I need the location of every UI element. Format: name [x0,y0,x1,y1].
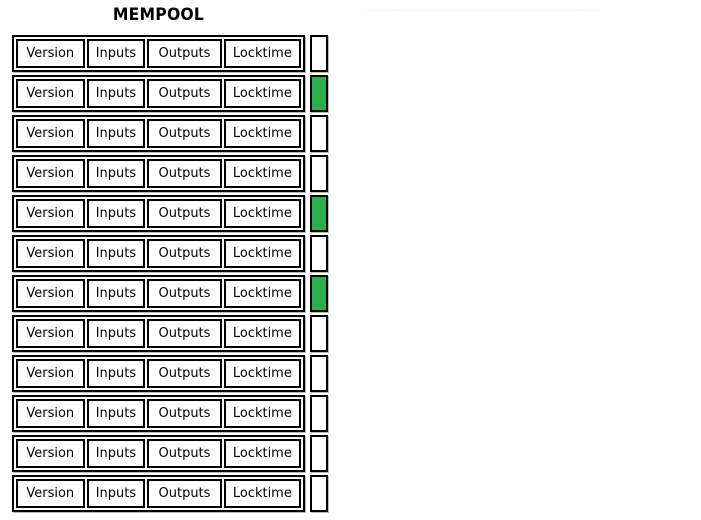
transaction-field-locktime[interactable]: Locktime [223,479,301,508]
transaction-field-version[interactable]: Version [16,199,85,228]
transaction-status-indicator-off[interactable] [310,435,328,472]
transaction-field-outputs[interactable]: Outputs [147,279,222,308]
faint-guide-line [367,10,599,12]
transaction-status-indicator-off[interactable] [310,35,328,72]
transaction-field-inputs[interactable]: Inputs [86,39,146,68]
transaction-field-locktime[interactable]: Locktime [223,359,301,388]
transaction-field-inputs[interactable]: Inputs [86,439,146,468]
transaction-status-indicator-off[interactable] [310,475,328,512]
transaction-field-locktime[interactable]: Locktime [223,239,301,268]
transaction-field-locktime[interactable]: Locktime [223,159,301,188]
transaction-field-locktime[interactable]: Locktime [223,279,301,308]
transaction-field-version[interactable]: Version [16,359,85,388]
transaction-field-outputs[interactable]: Outputs [147,439,222,468]
transaction-field-outputs[interactable]: Outputs [147,359,222,388]
transaction-field-locktime[interactable]: Locktime [223,439,301,468]
transaction-field-inputs[interactable]: Inputs [86,199,146,228]
transaction-field-version[interactable]: Version [16,399,85,428]
transaction-field-inputs[interactable]: Inputs [86,79,146,108]
transaction-field-locktime[interactable]: Locktime [223,79,301,108]
transaction-status-indicator-on[interactable] [310,75,328,112]
transaction-field-version[interactable]: Version [16,159,85,188]
transaction-status-indicator-off[interactable] [310,355,328,392]
transaction-field-inputs[interactable]: Inputs [86,279,146,308]
transaction-field-locktime[interactable]: Locktime [223,39,301,68]
transaction-field-outputs[interactable]: Outputs [147,479,222,508]
transaction-field-outputs[interactable]: Outputs [147,39,222,68]
transaction-field-locktime[interactable]: Locktime [223,199,301,228]
transaction-field-outputs[interactable]: Outputs [147,239,222,268]
transaction-field-version[interactable]: Version [16,479,85,508]
transaction-field-version[interactable]: Version [16,79,85,108]
transaction-field-locktime[interactable]: Locktime [223,119,301,148]
transaction-field-inputs[interactable]: Inputs [86,159,146,188]
transaction-field-outputs[interactable]: Outputs [147,319,222,348]
transaction-field-version[interactable]: Version [16,239,85,268]
page-title: MEMPOOL [112,5,205,25]
transaction-field-inputs[interactable]: Inputs [86,319,146,348]
transaction-field-outputs[interactable]: Outputs [147,119,222,148]
transaction-field-version[interactable]: Version [16,279,85,308]
transaction-status-indicator-off[interactable] [310,235,328,272]
transaction-field-inputs[interactable]: Inputs [86,119,146,148]
transaction-field-outputs[interactable]: Outputs [147,199,222,228]
transaction-field-inputs[interactable]: Inputs [86,359,146,388]
transaction-status-indicator-on[interactable] [310,195,328,232]
transaction-status-indicator-on[interactable] [310,275,328,312]
transaction-field-outputs[interactable]: Outputs [147,399,222,428]
transaction-status-indicator-off[interactable] [310,315,328,352]
transaction-field-outputs[interactable]: Outputs [147,159,222,188]
transaction-field-version[interactable]: Version [16,39,85,68]
transaction-field-version[interactable]: Version [16,319,85,348]
transaction-field-version[interactable]: Version [16,119,85,148]
transaction-field-outputs[interactable]: Outputs [147,79,222,108]
transaction-field-locktime[interactable]: Locktime [223,319,301,348]
transaction-status-indicator-off[interactable] [310,155,328,192]
transaction-status-indicator-off[interactable] [310,115,328,152]
transaction-field-inputs[interactable]: Inputs [86,239,146,268]
transaction-field-inputs[interactable]: Inputs [86,479,146,508]
transaction-status-indicator-off[interactable] [310,395,328,432]
transaction-field-inputs[interactable]: Inputs [86,399,146,428]
transaction-field-locktime[interactable]: Locktime [223,399,301,428]
transaction-field-version[interactable]: Version [16,439,85,468]
